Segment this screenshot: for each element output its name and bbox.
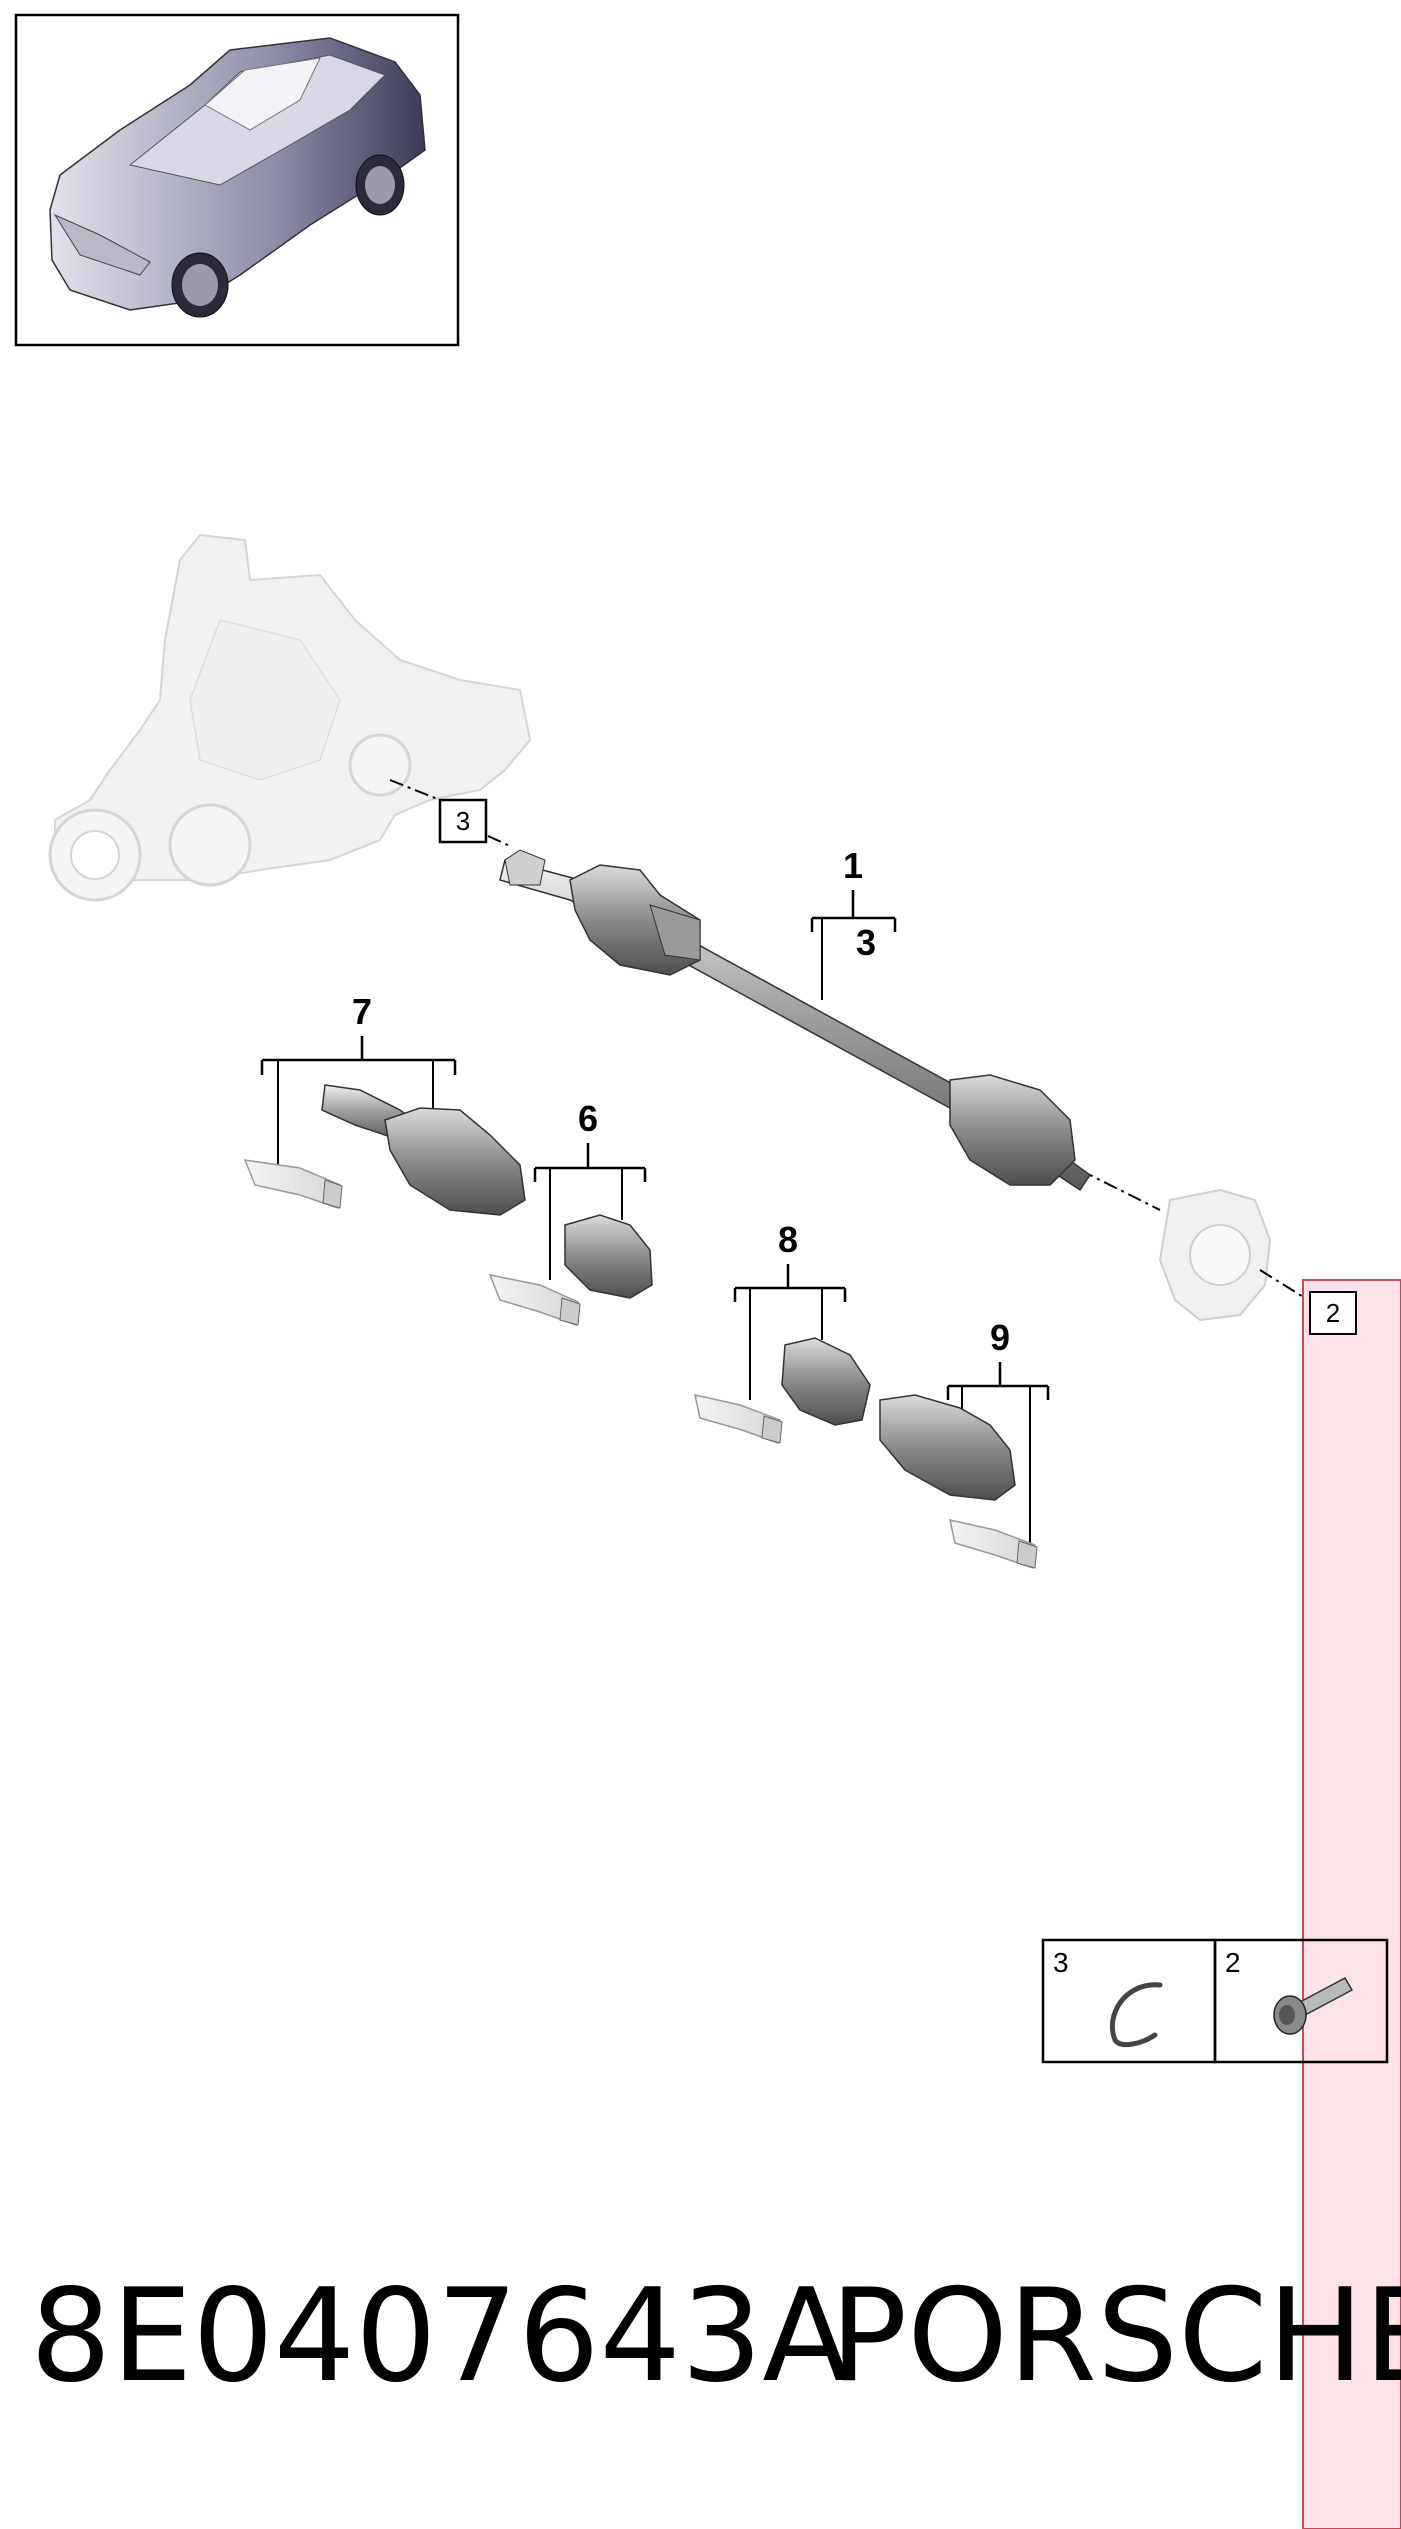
grease-tube-9 [949,1519,1038,1570]
axis-line-right [1079,1169,1161,1211]
boxed-ref-right-label: 2 [1326,1298,1340,1328]
callout-1: 1 3 [810,845,897,1000]
drive-shaft-assembly [499,849,1092,1192]
inner-boot [649,904,701,961]
vehicle-thumbnail [14,13,460,347]
car-illustration [49,37,426,318]
item-7-joint-shaft [321,1084,526,1216]
callout-8-label: 8 [778,1219,798,1260]
callout-7-label: 7 [352,991,372,1032]
callout-1-label: 1 [843,845,863,886]
boxed-ref-left-label: 3 [456,806,470,836]
grease-tube-7 [243,1159,343,1210]
callout-6: 6 [533,1098,647,1280]
grease-tube-6 [488,1273,581,1327]
boxed-ref-left: 3 [438,798,488,844]
bolt-icon [1273,1976,1354,2035]
callout-6-label: 6 [578,1098,598,1139]
item-8-boot [781,1337,871,1426]
legend-item-3-number: 3 [1053,1947,1069,1978]
part-number: 8E0407643A [30,2262,850,2411]
axis-line-right-2 [1259,1269,1306,1299]
rear-differential [48,533,532,902]
legend-item-2-number: 2 [1225,1947,1241,1978]
callout-9-label: 9 [990,1317,1010,1358]
callout-8: 8 [733,1219,847,1400]
outer-cv-joint [949,1074,1076,1186]
highlight-band [1302,1279,1401,2529]
boxed-ref-right: 2 [1309,1291,1357,1335]
callout-1-sub-label: 3 [856,922,876,963]
item-9-outer-joint [879,1394,1016,1501]
axis-line-left-2 [487,835,511,847]
axis-line-left [389,779,441,801]
item-6-boot [564,1214,653,1299]
grease-tube-8 [694,1394,783,1445]
wheel-hub [1158,1188,1272,1322]
parts-legend: 3 2 [1041,1938,1389,2064]
callout-7: 7 [260,991,457,1165]
brand-name: PORSCHE [830,2262,1401,2411]
circlip-icon [1109,1982,1163,2048]
